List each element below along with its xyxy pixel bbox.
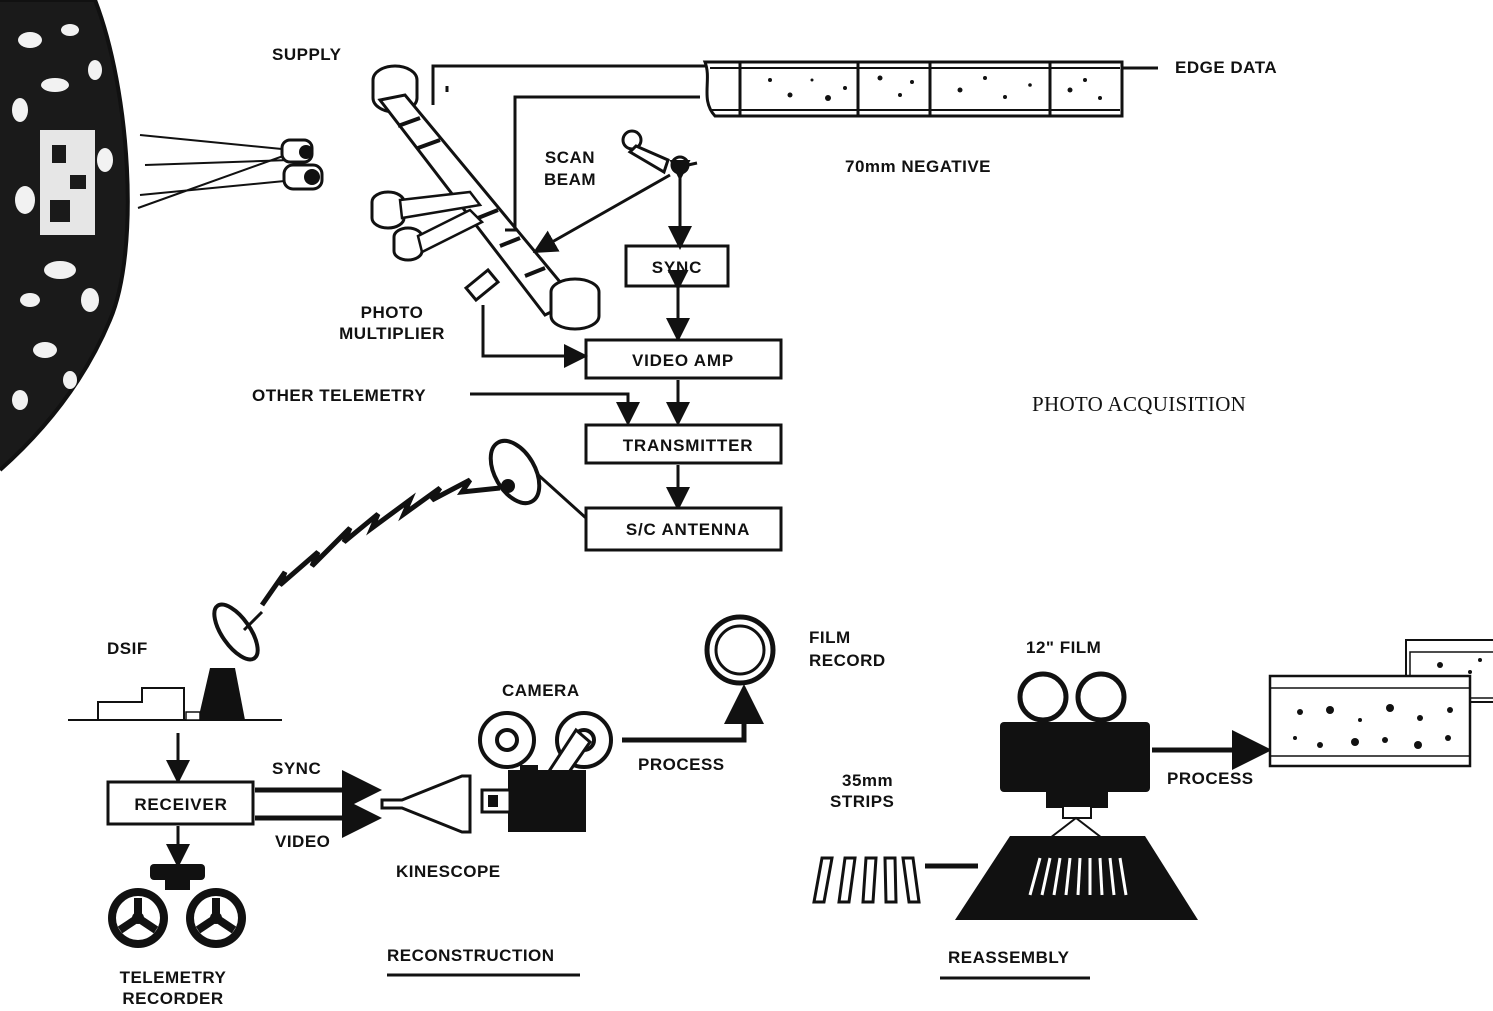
film-12-label: 12" FILM — [1026, 638, 1101, 657]
strips-label-1: 35mm — [842, 771, 893, 790]
spacecraft-camera-lenses — [137, 134, 324, 209]
reassembly-printer-illustration — [955, 671, 1198, 920]
sync-block: SYNC — [624, 244, 730, 288]
dsif-label: DSIF — [107, 639, 148, 658]
supply-label: SUPPLY — [272, 45, 342, 64]
film-negative-strip — [702, 60, 1158, 118]
film-strips-35mm — [812, 856, 978, 904]
other-telemetry-label: OTHER TELEMETRY — [252, 386, 426, 405]
photo-multiplier-label-1: PHOTO — [361, 303, 424, 322]
sync-line-label: SYNC — [272, 759, 321, 778]
dsif-ground-station — [68, 602, 282, 721]
kinescope-illustration — [380, 774, 472, 834]
transmitter-label: TRANSMITTER — [623, 436, 754, 455]
video-line-label: VIDEO — [275, 832, 330, 851]
sync-block-label: SYNC — [652, 258, 702, 277]
transmitter-block: TRANSMITTER — [584, 423, 783, 465]
telemetry-recorder-illustration — [108, 864, 246, 948]
photo-multiplier-label-2: MULTIPLIER — [339, 324, 445, 343]
reassembly-title: REASSEMBLY — [948, 948, 1070, 967]
telemetry-recorder-label-1: TELEMETRY — [120, 968, 227, 987]
strips-label-2: STRIPS — [830, 792, 894, 811]
camera-illustration — [478, 711, 613, 832]
sc-antenna-block: S/C ANTENNA — [584, 506, 783, 552]
radio-link-signal — [259, 477, 501, 607]
film-record-label-2: RECORD — [809, 651, 886, 670]
film-transport-mechanism — [370, 64, 705, 331]
moon-illustration — [0, 0, 130, 472]
film-record-label-1: FILM — [809, 628, 851, 647]
film-record-reel — [704, 614, 776, 686]
process-label-1: PROCESS — [638, 755, 725, 774]
reassembled-film-sheets — [1268, 639, 1493, 768]
receiver-block: RECEIVER — [106, 780, 255, 826]
camera-label: CAMERA — [502, 681, 580, 700]
scan-beam-label-2: BEAM — [544, 170, 596, 189]
receiver-label: RECEIVER — [134, 795, 227, 814]
reconstruction-title: RECONSTRUCTION — [387, 946, 555, 965]
photo-acquisition-title: PHOTO ACQUISITION — [1032, 392, 1246, 416]
kinescope-label: KINESCOPE — [396, 862, 501, 881]
video-amp-block: VIDEO AMP — [584, 338, 783, 380]
negative-label: 70mm NEGATIVE — [845, 157, 991, 176]
sc-antenna-label: S/C ANTENNA — [626, 520, 750, 539]
spacecraft-dish-antenna — [488, 438, 588, 520]
scan-beam-label-1: SCAN — [545, 148, 595, 167]
telemetry-recorder-label-2: RECORDER — [122, 989, 223, 1008]
process-label-2: PROCESS — [1167, 769, 1254, 788]
edge-data-label: EDGE DATA — [1175, 58, 1277, 77]
video-amp-label: VIDEO AMP — [632, 351, 734, 370]
